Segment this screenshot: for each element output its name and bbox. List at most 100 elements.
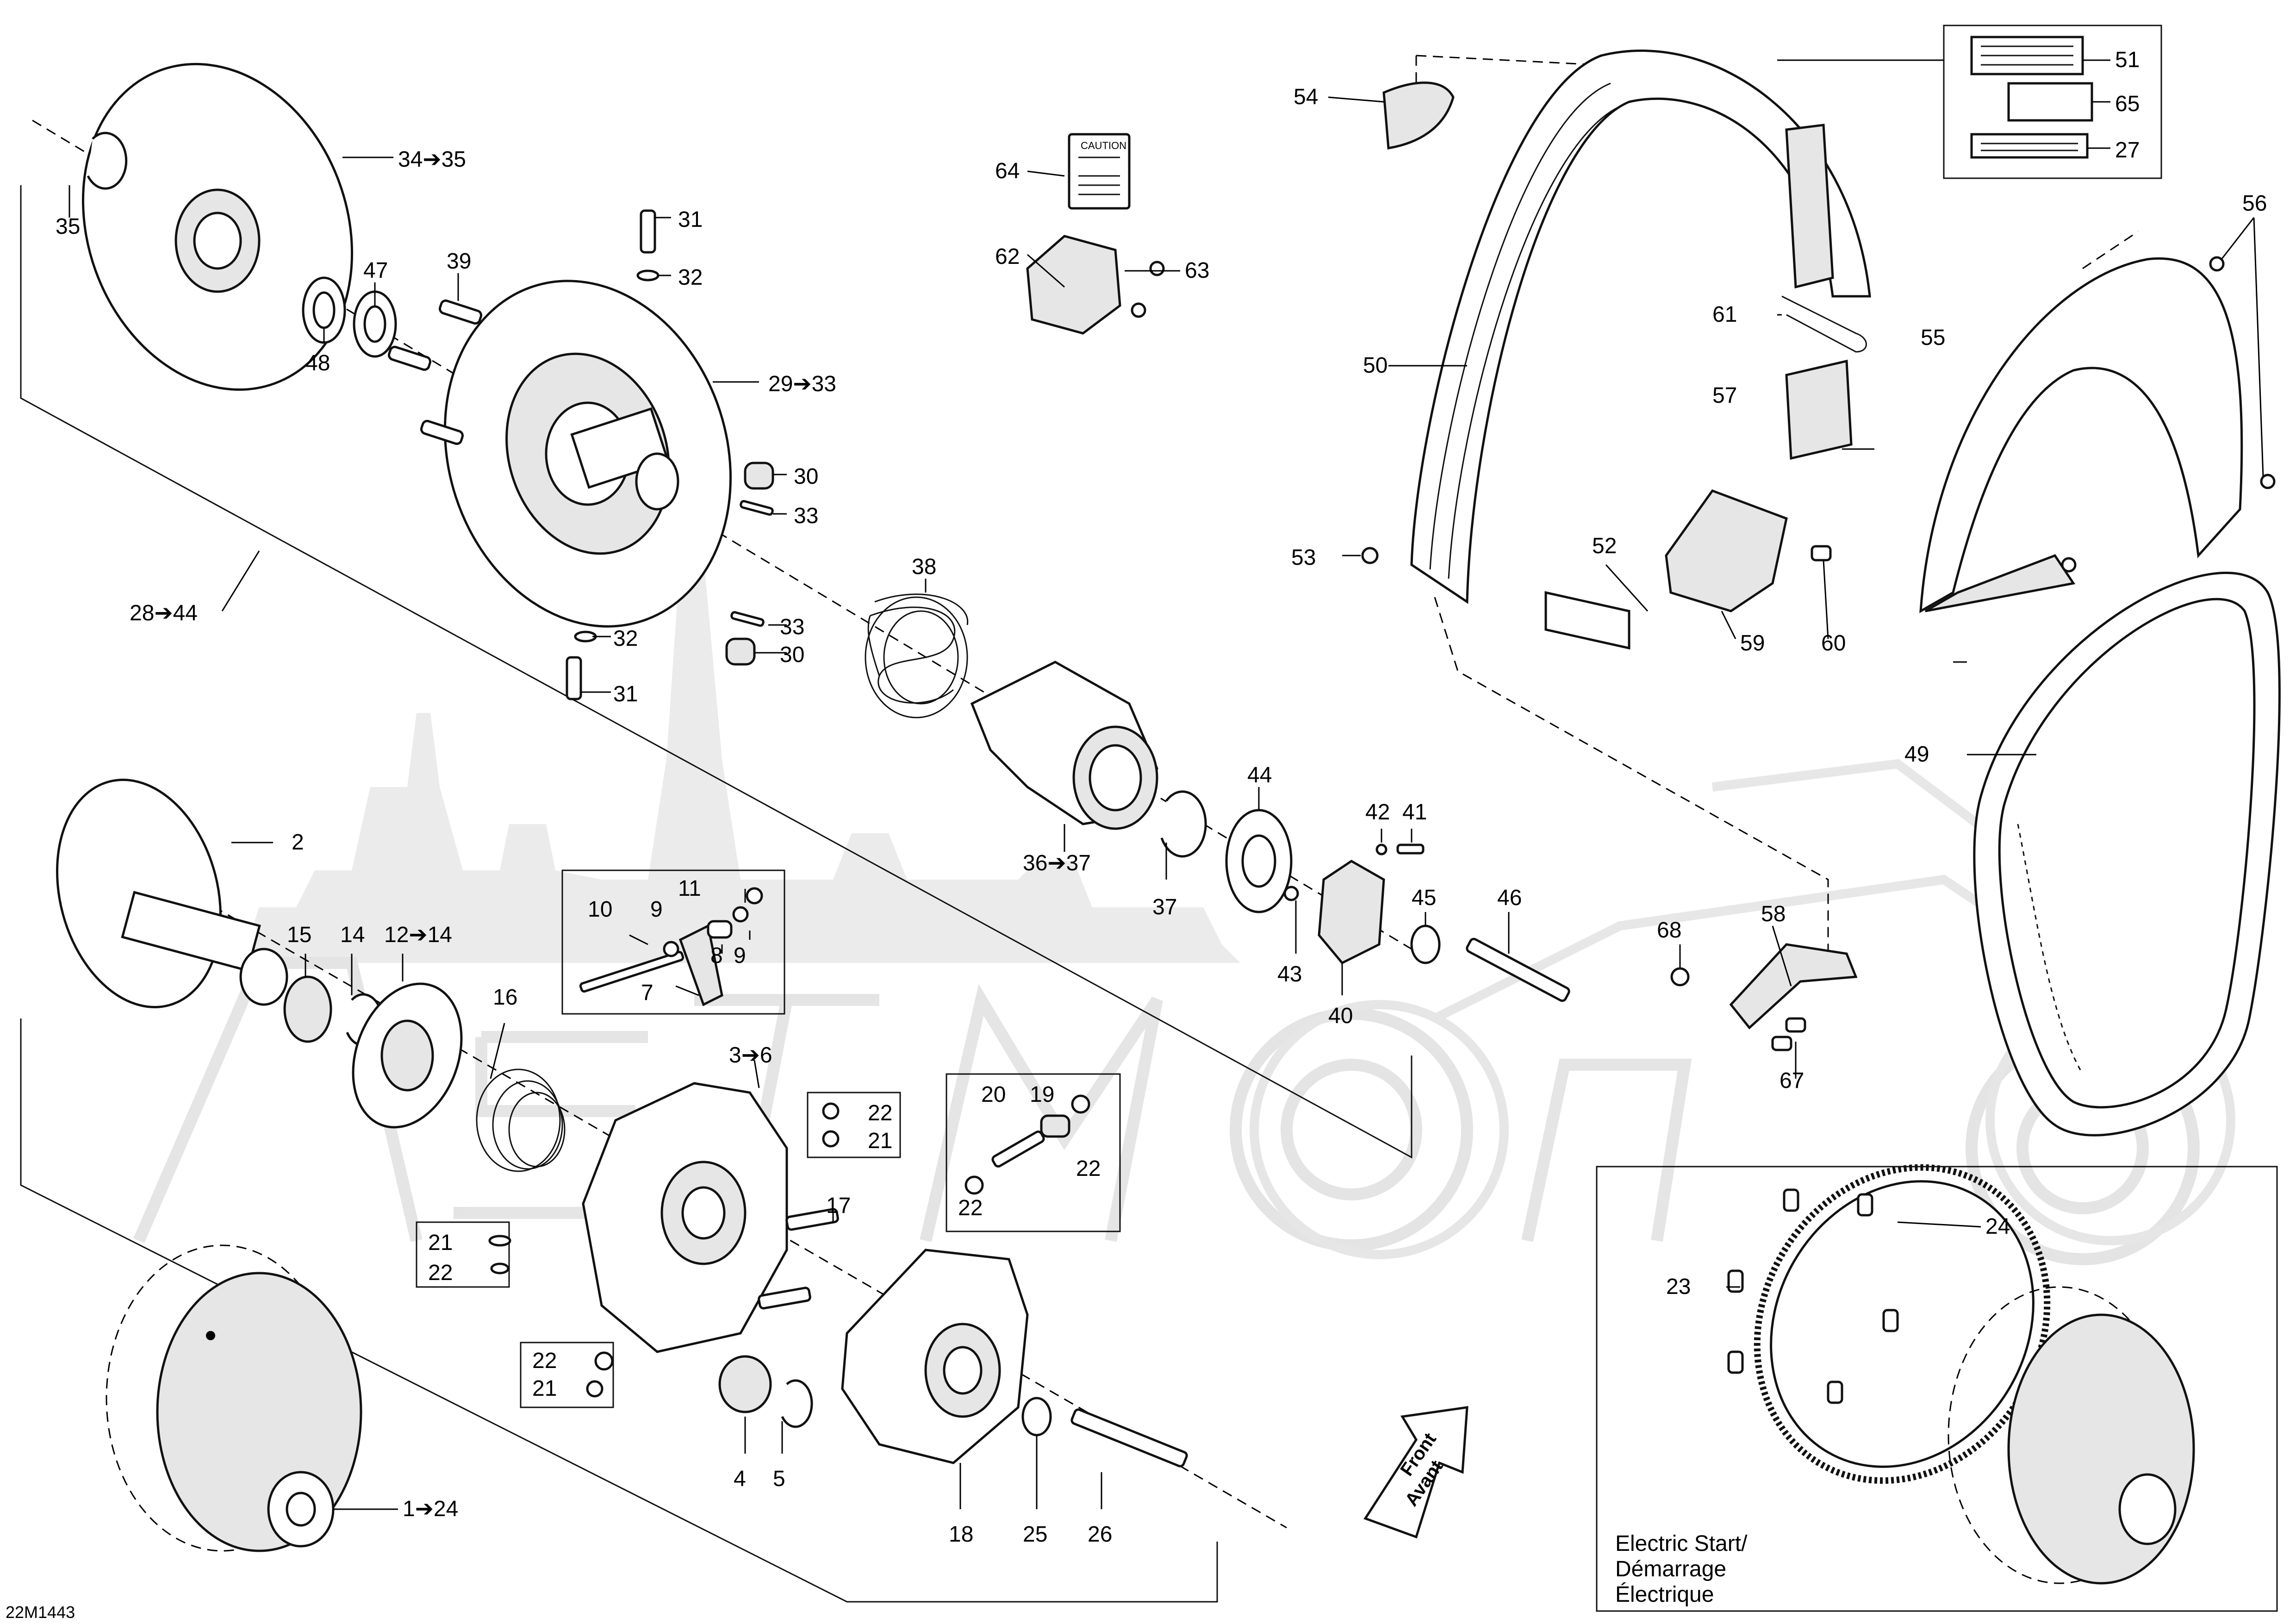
washer-22-in-box-a [1071, 1094, 1090, 1114]
spider-18 [841, 1249, 1029, 1464]
fastener-56-a [2209, 256, 2225, 272]
callout-9-a: 9 [650, 897, 663, 922]
callout-33-top: 33 [794, 504, 818, 528]
bolt-39-b [387, 345, 432, 371]
callout-9-b: 9 [734, 943, 746, 968]
washer-25 [1021, 1397, 1052, 1437]
decal-27 [1970, 133, 2089, 159]
callout-11: 11 [678, 876, 701, 901]
nut-63-a [1149, 261, 1165, 276]
washer-22-box-a [822, 1102, 840, 1120]
callout-58: 58 [1761, 902, 1786, 926]
callout-65: 65 [2115, 92, 2140, 116]
roller-30-bottom [725, 637, 756, 666]
retainer-40 [1318, 860, 1385, 965]
outline-1-24 [20, 1018, 1218, 1603]
oring-21-box-b [488, 1235, 511, 1247]
roller-30-top [744, 462, 774, 490]
callout-39: 39 [447, 249, 471, 274]
box-electric-start [1596, 1166, 2278, 1612]
bolt-46 [1466, 937, 1570, 1002]
sheave-fixed-driven [82, 62, 353, 391]
bushing-4 [718, 1355, 772, 1413]
callouts: 34➔35 35 48 47 39 31 32 29➔33 30 33 33 3… [56, 48, 2267, 1547]
fastener-56-b [2260, 474, 2276, 489]
diagram-id: 22M1443 [6, 1603, 75, 1622]
callout-45: 45 [1412, 886, 1436, 910]
callout-49: 49 [1904, 742, 1929, 767]
nut-11 [746, 887, 763, 905]
box-21-22-b [416, 1221, 510, 1288]
callout-31-top: 31 [678, 207, 703, 232]
callout-38: 38 [912, 555, 936, 579]
outline-28-44 [20, 185, 1412, 1159]
oring-21-box-c [586, 1380, 604, 1398]
callout-62: 62 [995, 244, 1020, 269]
callout-19: 19 [1030, 1082, 1054, 1107]
drive-belt-49 [1973, 571, 2281, 1137]
callout-8: 8 [710, 943, 723, 968]
callout-22-d: 22 [1076, 1156, 1101, 1181]
nut-63-b [1131, 302, 1146, 318]
plate-52 [1544, 591, 1630, 650]
callout-21-c: 21 [532, 1376, 557, 1401]
callout-23: 23 [1666, 1274, 1691, 1299]
callout-68: 68 [1657, 918, 1681, 943]
cam-36 [970, 661, 1158, 830]
decal-65 [2007, 82, 2093, 122]
callout-14: 14 [340, 923, 365, 947]
callout-67: 67 [1780, 1068, 1804, 1093]
decal-64: CAUTION [1068, 133, 1131, 210]
callout-3-6: 3➔6 [729, 1043, 772, 1068]
electric-start-pulley [1948, 1286, 2195, 1585]
callout-36-37: 36➔37 [1023, 851, 1091, 875]
callout-30-bottom: 30 [780, 643, 804, 667]
callout-53: 53 [1291, 545, 1316, 570]
callout-44: 44 [1247, 763, 1272, 787]
callout-22-b: 22 [428, 1261, 453, 1285]
callout-16: 16 [493, 985, 517, 1010]
callout-54: 54 [1294, 85, 1318, 109]
bracket-59 [1665, 489, 1788, 612]
callout-57: 57 [1712, 383, 1737, 408]
bracket-58 [1729, 943, 1858, 1030]
circlip-35 [87, 131, 128, 190]
callout-51: 51 [2115, 48, 2140, 72]
callout-7: 7 [641, 981, 653, 1005]
bolt-39-a [438, 299, 483, 325]
circlip-5 [781, 1379, 813, 1428]
handle-54 [1382, 81, 1455, 150]
callout-5: 5 [773, 1467, 785, 1491]
callout-61: 61 [1712, 302, 1737, 327]
screw-41 [1396, 843, 1425, 855]
washer-9a [663, 941, 679, 957]
callout-60: 60 [1821, 631, 1846, 656]
hinge-57 [1785, 359, 1853, 460]
callout-21-b: 21 [428, 1230, 453, 1255]
callout-63: 63 [1185, 258, 1209, 283]
washer-42 [1375, 843, 1388, 856]
bolt-60 [1811, 545, 1832, 562]
sheave-sliding-drive [582, 1082, 788, 1353]
callout-50: 50 [1363, 353, 1388, 378]
electric-start-caption: Electric Start/ Démarrage Électrique [1615, 1531, 1748, 1607]
screw-17-b [758, 1287, 811, 1310]
callout-55: 55 [1921, 325, 1945, 350]
pin-31-bottom [566, 656, 582, 700]
callout-28-44: 28➔44 [130, 601, 198, 625]
circlip-37 [1160, 790, 1207, 858]
pin-33-bottom [730, 611, 765, 627]
oring-32-top [636, 269, 660, 281]
caution-title: CAUTION [1081, 140, 1126, 151]
callout-4: 4 [734, 1467, 746, 1491]
callout-43: 43 [1277, 962, 1302, 987]
callout-17: 17 [826, 1193, 851, 1218]
callout-37: 37 [1152, 895, 1177, 919]
watermark-skyline [167, 444, 1240, 963]
callout-41: 41 [1402, 800, 1427, 824]
roller-19 [1040, 1114, 1070, 1138]
belt-guard-50 [1410, 50, 1871, 604]
callout-20: 20 [981, 1082, 1006, 1107]
